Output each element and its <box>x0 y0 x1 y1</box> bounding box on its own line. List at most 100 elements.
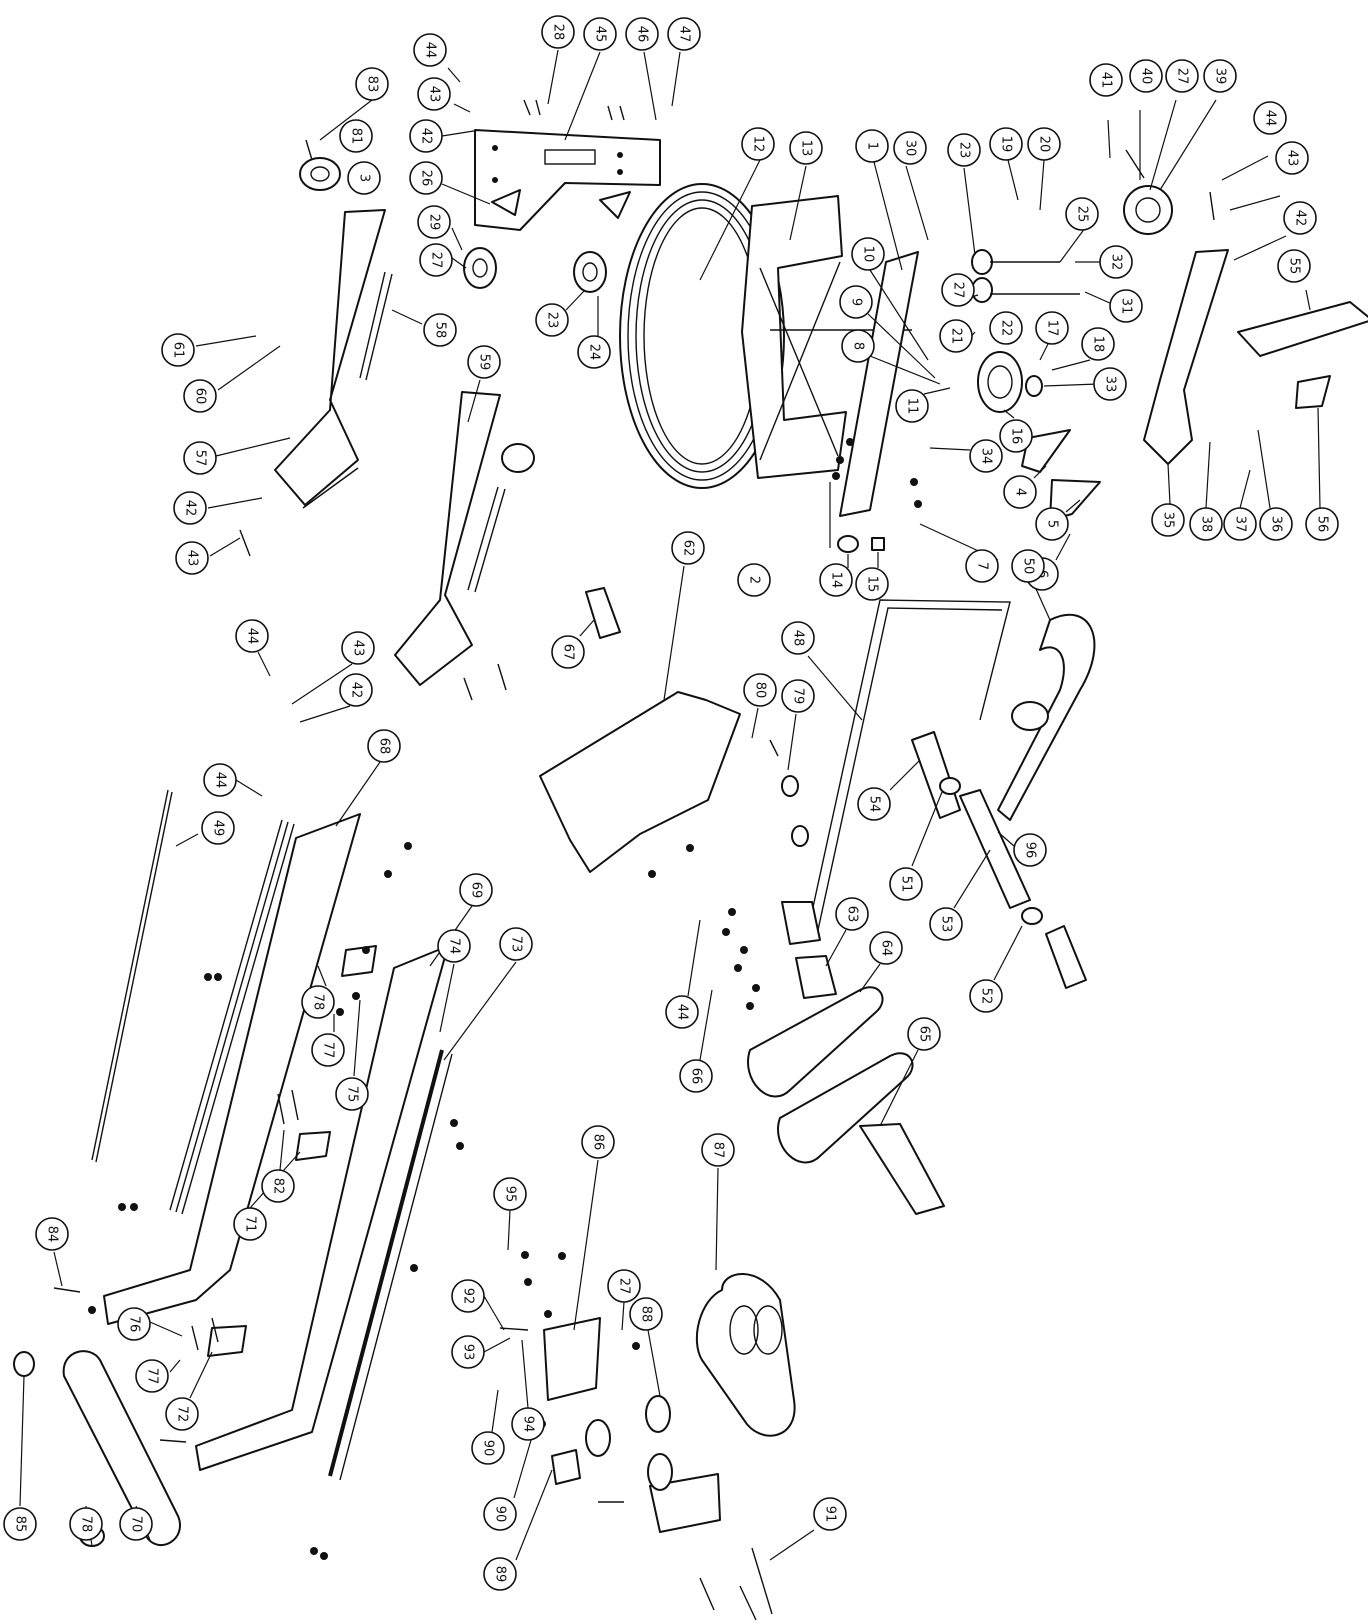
svg-text:58: 58 <box>433 322 448 339</box>
callout-39: 39 <box>1203 59 1237 93</box>
callout-15: 15 <box>855 567 889 601</box>
grip-54 <box>911 731 961 819</box>
svg-text:44: 44 <box>245 628 260 645</box>
callout-51: 51 <box>889 867 923 901</box>
callout-3: 3 <box>347 161 381 195</box>
svg-text:85: 85 <box>13 1516 28 1533</box>
callout-11: 11 <box>895 389 929 423</box>
svg-text:84: 84 <box>45 1226 60 1243</box>
svg-text:12: 12 <box>751 136 766 153</box>
plate-56 <box>1295 375 1331 409</box>
svg-text:47: 47 <box>677 26 692 43</box>
callout-80: 80 <box>743 673 777 707</box>
callout-84: 84 <box>35 1217 69 1251</box>
arm-35 <box>1143 249 1229 465</box>
roller-88b <box>585 1419 611 1457</box>
callout-90b: 90 <box>483 1497 517 1531</box>
callout-10: 10 <box>851 237 885 271</box>
callout-66: 66 <box>679 1059 713 1093</box>
callout-22: 22 <box>989 311 1023 345</box>
svg-text:36: 36 <box>1269 516 1284 533</box>
collar-52 <box>1021 907 1043 925</box>
callout-44a: 44 <box>413 33 447 67</box>
upright-59 <box>394 391 501 686</box>
callout-26: 26 <box>409 161 443 195</box>
callout-64: 64 <box>869 931 903 965</box>
svg-text:72: 72 <box>175 1406 190 1423</box>
stabilizer-70 <box>62 1350 181 1547</box>
flywheel-12 <box>619 183 785 489</box>
callout-95: 95 <box>493 1177 527 1211</box>
svg-text:27: 27 <box>617 1278 632 1295</box>
callout-23b: 23 <box>947 133 981 167</box>
bracket-26-right <box>599 191 631 219</box>
track-74 <box>328 1049 444 1477</box>
mounting-plate-45 <box>474 129 661 231</box>
callout-73: 73 <box>499 927 533 961</box>
callout-74: 74 <box>437 929 471 963</box>
callout-5: 5 <box>1035 507 1069 541</box>
seat-87 <box>695 1273 796 1437</box>
handle-bar-48 <box>807 599 1011 931</box>
svg-text:89: 89 <box>493 1566 508 1583</box>
callout-76: 76 <box>117 1307 151 1341</box>
svg-text:24: 24 <box>587 344 602 361</box>
footrest-64b <box>777 1052 914 1164</box>
svg-text:54: 54 <box>867 796 882 813</box>
collar-51 <box>939 777 961 795</box>
svg-text:66: 66 <box>689 1068 704 1085</box>
svg-text:21: 21 <box>949 328 964 345</box>
svg-text:44: 44 <box>1263 110 1278 127</box>
callout-1: 1 <box>855 129 889 163</box>
callout-43a: 43 <box>417 77 451 111</box>
parts-drawing <box>13 99 1368 1621</box>
svg-text:78: 78 <box>311 994 326 1011</box>
svg-text:44: 44 <box>423 42 438 59</box>
callout-40: 40 <box>1129 59 1163 93</box>
callout-27d: 27 <box>607 1269 641 1303</box>
callout-43b: 43 <box>1275 141 1309 175</box>
svg-text:65: 65 <box>917 1026 932 1043</box>
callout-37: 37 <box>1223 507 1257 541</box>
foot-bracket-63b <box>795 955 837 999</box>
svg-text:46: 46 <box>635 26 650 43</box>
svg-text:22: 22 <box>999 320 1014 337</box>
upright-57 <box>274 209 386 506</box>
svg-text:61: 61 <box>171 342 186 359</box>
svg-text:88: 88 <box>639 1306 654 1323</box>
svg-text:39: 39 <box>1213 68 1228 85</box>
base-plate-62 <box>539 691 741 873</box>
svg-text:8: 8 <box>851 342 866 350</box>
svg-text:62: 62 <box>681 540 696 557</box>
svg-text:94: 94 <box>521 1416 536 1433</box>
nut-15 <box>871 537 885 551</box>
svg-text:32: 32 <box>1109 254 1124 271</box>
svg-text:42: 42 <box>419 128 434 145</box>
frame-plate-1 <box>839 251 919 517</box>
roller-88a <box>645 1395 671 1433</box>
seat-plate-86 <box>543 1317 601 1401</box>
bracket-89 <box>551 1449 581 1485</box>
svg-text:90: 90 <box>481 1440 496 1457</box>
callout-42a: 42 <box>409 119 443 153</box>
callout-44b: 44 <box>1253 101 1287 135</box>
callout-14: 14 <box>819 563 853 597</box>
callout-61: 61 <box>161 333 195 367</box>
callout-4: 4 <box>1003 475 1037 509</box>
svg-text:59: 59 <box>477 354 492 371</box>
svg-text:76: 76 <box>127 1316 142 1333</box>
callout-36: 36 <box>1259 507 1293 541</box>
callout-44e: 44 <box>203 763 237 797</box>
svg-text:27: 27 <box>429 252 444 269</box>
collar-33 <box>1025 375 1043 397</box>
svg-text:57: 57 <box>193 450 208 467</box>
svg-text:77: 77 <box>321 1042 336 1059</box>
svg-text:41: 41 <box>1099 72 1114 89</box>
svg-text:68: 68 <box>377 738 392 755</box>
rail-68 <box>103 813 361 1325</box>
svg-text:71: 71 <box>243 1216 258 1233</box>
bracket-26-left <box>491 189 521 216</box>
svg-text:95: 95 <box>503 1186 518 1203</box>
callout-65: 65 <box>907 1017 941 1051</box>
callout-60: 60 <box>183 379 217 413</box>
